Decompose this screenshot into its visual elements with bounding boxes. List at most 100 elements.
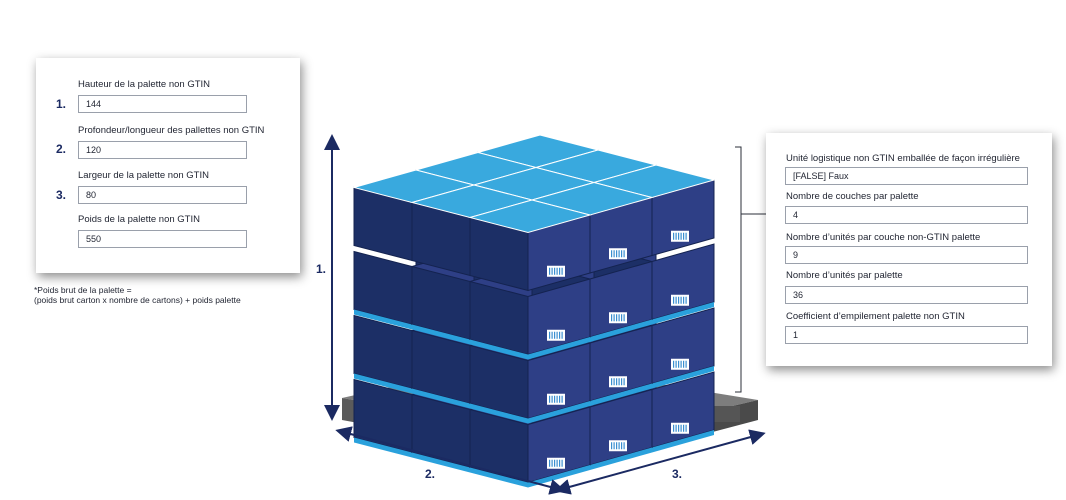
barcode-bar <box>561 331 563 339</box>
barcode-label <box>547 329 565 341</box>
barcode-bar <box>623 378 625 386</box>
stacking-coefficient-label: Coefficient d’empilement palette non GTI… <box>786 311 965 322</box>
barcode-bar <box>554 267 556 275</box>
barcode-bar <box>678 424 680 432</box>
barcode-bar <box>618 250 620 258</box>
barcode-bar <box>685 360 687 368</box>
barcode-label <box>671 358 689 370</box>
irregular-packaging-label: Unité logistique non GTIN emballée de fa… <box>786 153 1020 164</box>
width-field-label: Largeur de la palette non GTIN <box>78 170 209 181</box>
box-top-face <box>468 199 592 234</box>
layer-divider <box>652 302 714 325</box>
barcode-bar <box>673 360 675 368</box>
barcode-bar <box>613 314 615 322</box>
weight-note-line1: *Poids brut de la palette = <box>34 285 132 295</box>
layer-divider <box>412 324 470 345</box>
weight-input[interactable]: 550 <box>78 230 247 248</box>
units-per-layer-label: Nombre d’unités par couche non-GTIN pale… <box>786 232 981 243</box>
barcode-bar <box>554 459 556 467</box>
width-dimension-label: 3. <box>672 467 683 481</box>
units-per-pallet-label: Nombre d’unités par palette <box>786 270 903 281</box>
barcode-bar <box>613 250 615 258</box>
barcode-bar <box>618 378 620 386</box>
irregular-packaging-input[interactable]: [FALSE] Faux <box>785 167 1028 185</box>
depth-input[interactable]: 120 <box>78 141 247 159</box>
height-dimension-label: 1. <box>316 262 327 276</box>
layers-per-pallet-input[interactable]: 4 <box>785 206 1028 224</box>
depth-dimension-label: 2. <box>425 467 436 481</box>
layer-divider <box>354 373 412 394</box>
barcode-bar <box>678 296 680 304</box>
barcode-bar <box>554 331 556 339</box>
barcode-bar <box>554 395 556 403</box>
barcode-bar <box>623 442 625 450</box>
barcode-bar <box>559 459 561 467</box>
barcode-label <box>609 248 627 260</box>
barcode-bar <box>678 360 680 368</box>
barcode-bar <box>623 314 625 322</box>
barcode-bar <box>616 250 618 258</box>
barcode-label <box>609 312 627 324</box>
weight-field-label: Poids de la palette non GTIN <box>78 214 200 225</box>
barcode-bar <box>551 267 553 275</box>
barcode-bar <box>618 442 620 450</box>
barcode-label <box>671 294 689 306</box>
barcode-bar <box>611 442 613 450</box>
barcode-bar <box>685 232 687 240</box>
width-input[interactable]: 80 <box>78 186 247 204</box>
barcode-bar <box>680 424 682 432</box>
barcode-bar <box>616 378 618 386</box>
barcode-bar <box>549 395 551 403</box>
barcode-bar <box>556 331 558 339</box>
barcode-label <box>609 376 627 388</box>
barcode-bar <box>621 378 623 386</box>
barcode-bar <box>673 232 675 240</box>
layer-divider <box>590 383 652 406</box>
layers-per-pallet-label: Nombre de couches par palette <box>786 191 919 202</box>
box-stack <box>352 134 716 488</box>
barcode-bar <box>551 395 553 403</box>
barcode-label <box>671 422 689 434</box>
barcode-bar <box>556 395 558 403</box>
layer-divider <box>590 319 652 342</box>
barcode-bar <box>680 360 682 368</box>
barcode-bar <box>675 424 677 432</box>
barcode-bar <box>561 267 563 275</box>
layer-divider <box>412 388 470 409</box>
units-per-layer-input[interactable]: 9 <box>785 246 1028 264</box>
barcode-bar <box>559 267 561 275</box>
barcode-bar <box>549 459 551 467</box>
barcode-label <box>547 393 565 405</box>
height-field-number: 1. <box>56 97 67 111</box>
barcode-bar <box>683 296 685 304</box>
barcode-bar <box>621 250 623 258</box>
barcode-label <box>671 230 689 242</box>
barcode-bar <box>673 424 675 432</box>
barcode-bar <box>613 442 615 450</box>
barcode-bar <box>685 424 687 432</box>
barcode-bar <box>680 232 682 240</box>
barcode-bar <box>680 296 682 304</box>
layer-divider <box>528 401 590 424</box>
layer-divider <box>528 337 590 360</box>
units-per-pallet-input[interactable]: 36 <box>785 286 1028 304</box>
height-field-label: Hauteur de la palette non GTIN <box>78 79 211 90</box>
barcode-bar <box>549 267 551 275</box>
barcode-bar <box>556 267 558 275</box>
barcode-bar <box>549 331 551 339</box>
height-input[interactable]: 144 <box>78 95 247 113</box>
stacking-coefficient-input[interactable]: 1 <box>785 326 1028 344</box>
barcode-bar <box>551 331 553 339</box>
layers-bracket <box>735 146 742 393</box>
barcode-bar <box>683 360 685 368</box>
weight-note-line2: (poids brut carton x nombre de cartons) … <box>34 295 241 305</box>
barcode-bar <box>621 442 623 450</box>
barcode-bar <box>621 314 623 322</box>
pallet-dimensions-card: Hauteur de la palette non GTIN 1. 144 Pr… <box>36 58 300 273</box>
barcode-bar <box>623 250 625 258</box>
barcode-bar <box>559 331 561 339</box>
barcode-bar <box>611 250 613 258</box>
barcode-bar <box>673 296 675 304</box>
layer-divider <box>652 366 714 389</box>
